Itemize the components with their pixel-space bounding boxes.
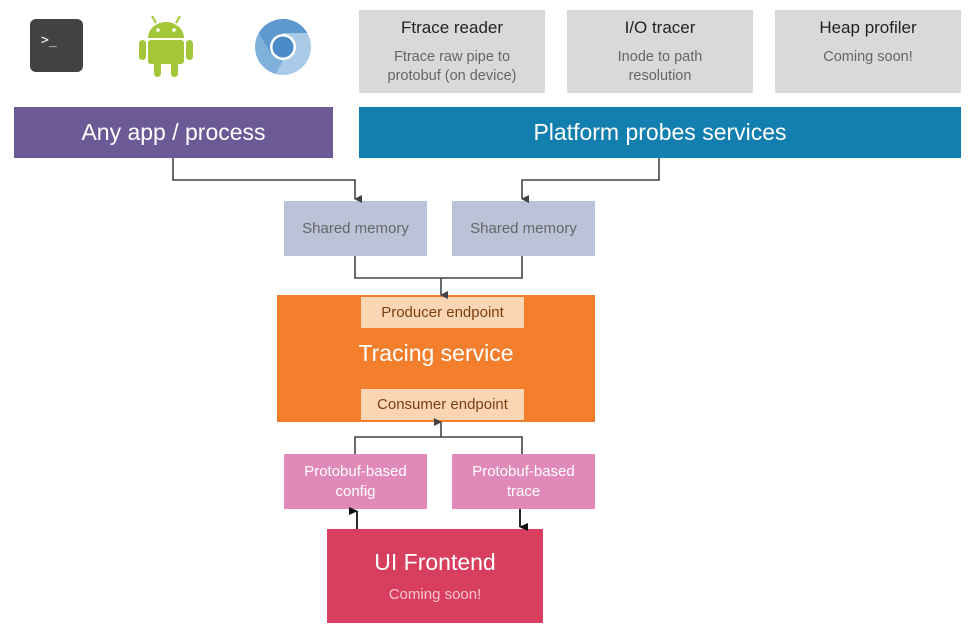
probe-heap-profiler: Heap profiler Coming soon! <box>775 10 961 93</box>
protobuf-config-box: Protobuf-based config <box>284 454 427 509</box>
shared-memory-label: Shared memory <box>470 220 577 237</box>
terminal-prompt: >_ <box>41 33 57 48</box>
producer-endpoint: Producer endpoint <box>361 297 524 328</box>
connector-probes-to-shm <box>521 158 660 203</box>
probe-subtitle: Ftrace raw pipe to protobuf (on device) <box>387 49 517 84</box>
tracing-service-label: Tracing service <box>358 340 514 366</box>
probe-ftrace-reader: Ftrace reader Ftrace raw pipe to protobu… <box>359 10 545 93</box>
shared-memory-box-1: Shared memory <box>284 201 427 256</box>
probe-subtitle: Inode to path resolution <box>617 49 703 84</box>
consumer-endpoint: Consumer endpoint <box>361 389 524 420</box>
tracing-service-box: Producer endpoint Tracing service Consum… <box>277 295 595 422</box>
probe-title: I/O tracer <box>624 18 696 37</box>
connector-protobuf-merge <box>354 436 523 454</box>
protobuf-trace-box: Protobuf-based trace <box>452 454 595 509</box>
shared-memory-box-2: Shared memory <box>452 201 595 256</box>
producer-endpoint-label: Producer endpoint <box>381 304 504 321</box>
ui-frontend-box: UI Frontend Coming soon! <box>327 529 543 623</box>
platform-probes-label: Platform probes services <box>533 119 787 145</box>
consumer-endpoint-label: Consumer endpoint <box>377 396 508 413</box>
android-icon <box>139 15 193 77</box>
chromium-icon <box>255 19 311 75</box>
ui-frontend-label: UI Frontend <box>374 549 496 575</box>
any-app-process-box: Any app / process <box>14 107 333 158</box>
ui-frontend-subtitle: Coming soon! <box>388 586 482 603</box>
protobuf-config-label: Protobuf-based config <box>304 462 407 500</box>
protobuf-trace-label: Protobuf-based trace <box>472 462 575 500</box>
probe-io-tracer: I/O tracer Inode to path resolution <box>567 10 753 93</box>
terminal-icon: >_ <box>30 19 83 72</box>
probe-subtitle: Coming soon! <box>823 49 913 65</box>
any-app-process-label: Any app / process <box>81 119 266 145</box>
connector-app-to-shm <box>172 158 362 203</box>
connector-shm1-merge <box>354 256 523 279</box>
probe-title: Heap profiler <box>819 18 917 37</box>
platform-probes-box: Platform probes services <box>359 107 961 158</box>
probe-title: Ftrace reader <box>400 18 504 37</box>
shared-memory-label: Shared memory <box>302 220 409 237</box>
